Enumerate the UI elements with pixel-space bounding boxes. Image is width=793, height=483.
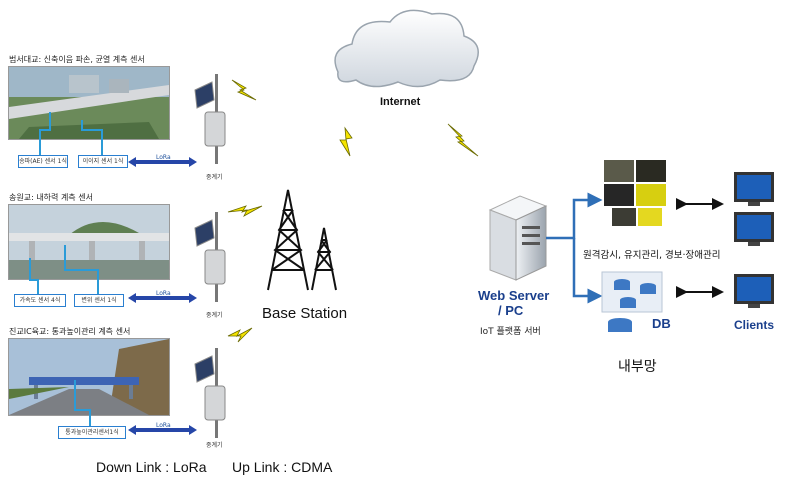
site1-connectors xyxy=(39,112,103,155)
web-server-graphic xyxy=(488,195,548,281)
internal-network-label: 내부망 xyxy=(618,359,657,375)
site1-sensor-2: 이이지 센서 1식 xyxy=(78,155,128,168)
repeater-1 xyxy=(194,74,226,164)
lora-arrows xyxy=(128,157,197,435)
site1-caption: 범서대교: 신축이음 파손, 균열 계측 센서 xyxy=(9,55,145,64)
site2-connectors xyxy=(29,245,99,294)
up-link-label: Up Link : CDMA xyxy=(232,459,333,475)
site3-caption: 진교IC육교: 통과높이관리 계측 센서 xyxy=(9,327,131,336)
web-server-caption: IoT 플랫폼 서버 xyxy=(480,327,541,337)
web-server-label-1: Web Server xyxy=(478,288,550,303)
monitoring-images xyxy=(604,160,666,226)
site2-sensor-2: 변위 센서 1식 xyxy=(74,294,124,307)
internet-cloud xyxy=(334,9,479,88)
site3-link-label: LoRa xyxy=(156,422,171,429)
site1-sensor-1: 송파(AE) 센서 1식 xyxy=(18,155,68,168)
repeater-3 xyxy=(194,348,226,438)
base-station-towers xyxy=(267,189,337,291)
site3-repeater-label: 중계기 xyxy=(206,442,223,449)
internet-label: Internet xyxy=(380,96,421,108)
site2-repeater-label: 중계기 xyxy=(206,312,223,319)
repeater-2 xyxy=(194,212,226,302)
site2-photo xyxy=(8,204,170,280)
web-server-label-2: / PC xyxy=(498,303,524,318)
site2-link-label: LoRa xyxy=(156,290,171,297)
clients-label: Clients xyxy=(734,318,775,332)
db-label: DB xyxy=(652,316,671,331)
site3-sensor-1: 통과높이관리센서1식 xyxy=(58,426,126,439)
client-monitors xyxy=(734,172,774,308)
down-link-label: Down Link : LoRa xyxy=(96,459,207,475)
monitoring-label: 원격감시, 유지관리, 경보·장애관리 xyxy=(583,250,721,261)
site2-sensor-1: 가속도 센서 4식 xyxy=(14,294,66,307)
site3-connectors xyxy=(74,380,91,426)
site1-repeater-label: 중계기 xyxy=(206,174,223,181)
site1-link-label: LoRa xyxy=(156,154,171,161)
site2-caption: 송원교: 내하력 계측 센서 xyxy=(9,193,93,202)
db-graphic xyxy=(601,271,663,332)
bolts xyxy=(227,79,479,343)
site1-photo xyxy=(8,66,170,140)
base-station-label: Base Station xyxy=(262,305,348,322)
client-arrows xyxy=(676,198,724,298)
server-branches xyxy=(546,192,603,304)
site3-photo xyxy=(8,338,170,416)
